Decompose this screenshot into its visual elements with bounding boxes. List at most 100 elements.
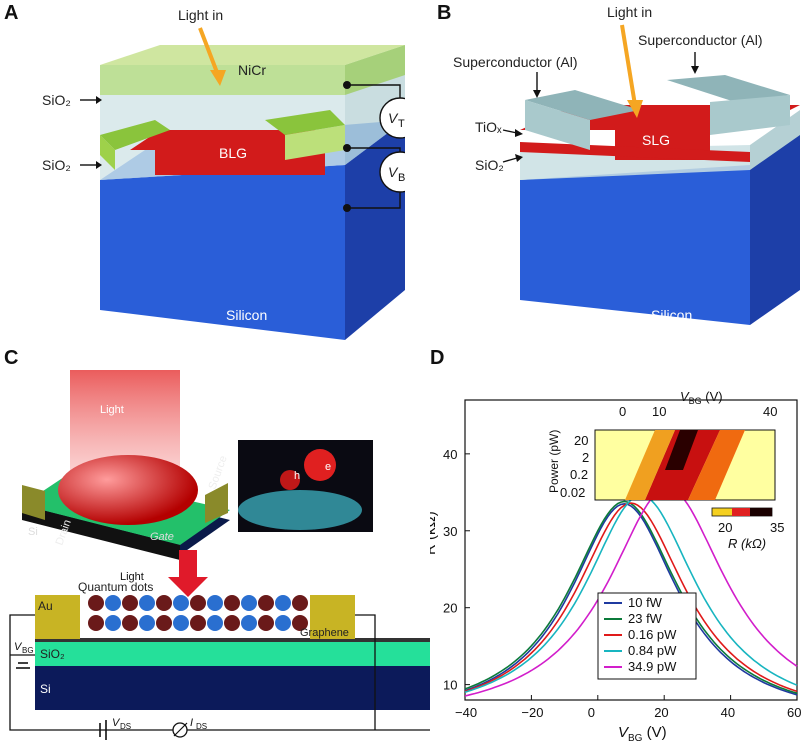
inset-heatmap-band-black bbox=[665, 430, 698, 470]
ids-arrow bbox=[173, 722, 188, 737]
tiox-pointer bbox=[502, 129, 518, 134]
quantum-dot bbox=[105, 615, 121, 631]
inset-heatmap-band-red2 bbox=[688, 430, 745, 500]
colorbar-label: R (kΩ) bbox=[728, 536, 766, 551]
gate-label: Gate bbox=[150, 531, 174, 543]
light-bottom-label: Light bbox=[120, 571, 144, 583]
vds-sub: DS bbox=[120, 722, 131, 731]
nicr-top bbox=[100, 45, 405, 65]
au-left bbox=[35, 595, 80, 639]
quantum-dot bbox=[241, 615, 257, 631]
x-tick-label: −20 bbox=[521, 705, 543, 720]
quantum-dot bbox=[258, 595, 274, 611]
si-layer bbox=[35, 665, 430, 710]
blg-label: BLG bbox=[219, 145, 247, 161]
sio2-label: SiO₂ bbox=[40, 647, 65, 661]
au-label: Au bbox=[38, 599, 53, 613]
vds-label: V bbox=[112, 717, 121, 729]
quantum-dot bbox=[207, 595, 223, 611]
y-tick-label: 30 bbox=[443, 524, 457, 539]
tiox-label: TiOₓ bbox=[475, 119, 502, 135]
inset-ytick-02: 0.2 bbox=[570, 467, 588, 482]
graphene-line bbox=[35, 638, 430, 642]
sio2-layer bbox=[35, 642, 430, 666]
sio2-stack-side bbox=[345, 55, 405, 165]
series-line bbox=[464, 486, 798, 697]
x-tick-label: 20 bbox=[654, 705, 668, 720]
panel-c-letter: C bbox=[4, 347, 19, 369]
electrode-left bbox=[100, 120, 170, 150]
quantum-dot bbox=[88, 595, 104, 611]
quantum-dot bbox=[139, 615, 155, 631]
inset-electron bbox=[304, 449, 336, 481]
light-top-label: Light bbox=[100, 404, 124, 416]
colorbar-tick-20: 20 bbox=[718, 520, 732, 535]
quantum-dot bbox=[224, 595, 240, 611]
sio2-top-pointer-head bbox=[96, 96, 102, 104]
inset-hole bbox=[280, 470, 300, 490]
quantum-dot bbox=[190, 595, 206, 611]
x-tick-label: 0 bbox=[588, 705, 595, 720]
sio2-mid-label: SiO₂ bbox=[42, 157, 71, 173]
legend-entry: 34.9 pW bbox=[628, 659, 677, 674]
sc-left-label: Superconductor (Al) bbox=[453, 54, 578, 70]
vbg-sub: BG bbox=[22, 646, 34, 655]
electrode-left-front bbox=[100, 135, 115, 170]
inset-e-label: e bbox=[325, 461, 331, 473]
light-in-arrowhead bbox=[210, 70, 226, 86]
silicon-label: Silicon bbox=[226, 307, 267, 323]
legend-entry: 23 fW bbox=[628, 611, 663, 626]
x-tick-label: 60 bbox=[787, 705, 801, 720]
panel-c-diagram: Drain Source Gate Si Light Light e h Au … bbox=[9, 370, 430, 740]
ids-label: I bbox=[190, 717, 193, 729]
slg-label: SLG bbox=[642, 132, 670, 148]
panel-b-diagram: Light in Superconductor (Al) Superconduc… bbox=[453, 4, 800, 325]
panel-a: A V TG V BG bbox=[0, 0, 421, 345]
sc-left-pointer-head bbox=[533, 90, 541, 98]
light-down-arrow-shaft bbox=[179, 550, 197, 580]
vbg-label: V bbox=[388, 164, 399, 180]
series-line bbox=[464, 502, 798, 693]
light-in-label: Light in bbox=[607, 4, 652, 20]
series-line bbox=[464, 502, 798, 696]
inset-heatmap: 0 10 40 VBG (V) 20 2 0.2 0.02 Power (pW)… bbox=[547, 389, 784, 551]
legend-entry: 0.16 pW bbox=[628, 627, 677, 642]
inset-ylabel: Power (pW) bbox=[547, 430, 561, 493]
resistance-chart: −40 −20 0 20 40 60 10 20 30 40 0 10 40 VBG (V) 20… bbox=[422, 389, 801, 744]
x-tick-label: −40 bbox=[455, 705, 477, 720]
colorbar-tick-35: 35 bbox=[770, 520, 784, 535]
light-down-arrow-head bbox=[168, 577, 208, 597]
sc-right-pointer-head bbox=[691, 66, 699, 74]
legend-entry: 10 fW bbox=[628, 595, 663, 610]
light-in-arrowhead bbox=[627, 100, 643, 118]
quantum-dot bbox=[258, 615, 274, 631]
tiox-pointer-head bbox=[515, 129, 523, 137]
quantum-dot bbox=[292, 595, 308, 611]
light-in-arrow bbox=[198, 27, 220, 76]
legend-entry: 0.84 pW bbox=[628, 643, 677, 658]
nicr-side bbox=[345, 45, 405, 95]
al-left-front bbox=[525, 100, 590, 150]
quantum-dot bbox=[292, 615, 308, 631]
silicon-side bbox=[750, 130, 800, 325]
silicon-front bbox=[100, 165, 345, 340]
vtg-label: V bbox=[388, 110, 399, 126]
quantum-dot bbox=[275, 615, 291, 631]
quantum-dot bbox=[275, 595, 291, 611]
quantum-dot bbox=[156, 615, 172, 631]
y-tick-label: 10 bbox=[443, 678, 457, 693]
colorbar-segment-b bbox=[750, 508, 772, 516]
inset-xtick-10: 10 bbox=[652, 404, 666, 419]
sio2-pointer-head bbox=[515, 154, 523, 162]
quantum-dot bbox=[105, 595, 121, 611]
panel-b-letter: B bbox=[437, 2, 452, 24]
y-tick-label: 40 bbox=[443, 447, 457, 462]
inset-ytick-002: 0.02 bbox=[560, 485, 585, 500]
quantum-dot-rows bbox=[88, 595, 308, 631]
quantum-dot bbox=[139, 595, 155, 611]
inset-xtick-40: 40 bbox=[763, 404, 777, 419]
vbg-label: V bbox=[14, 641, 23, 653]
